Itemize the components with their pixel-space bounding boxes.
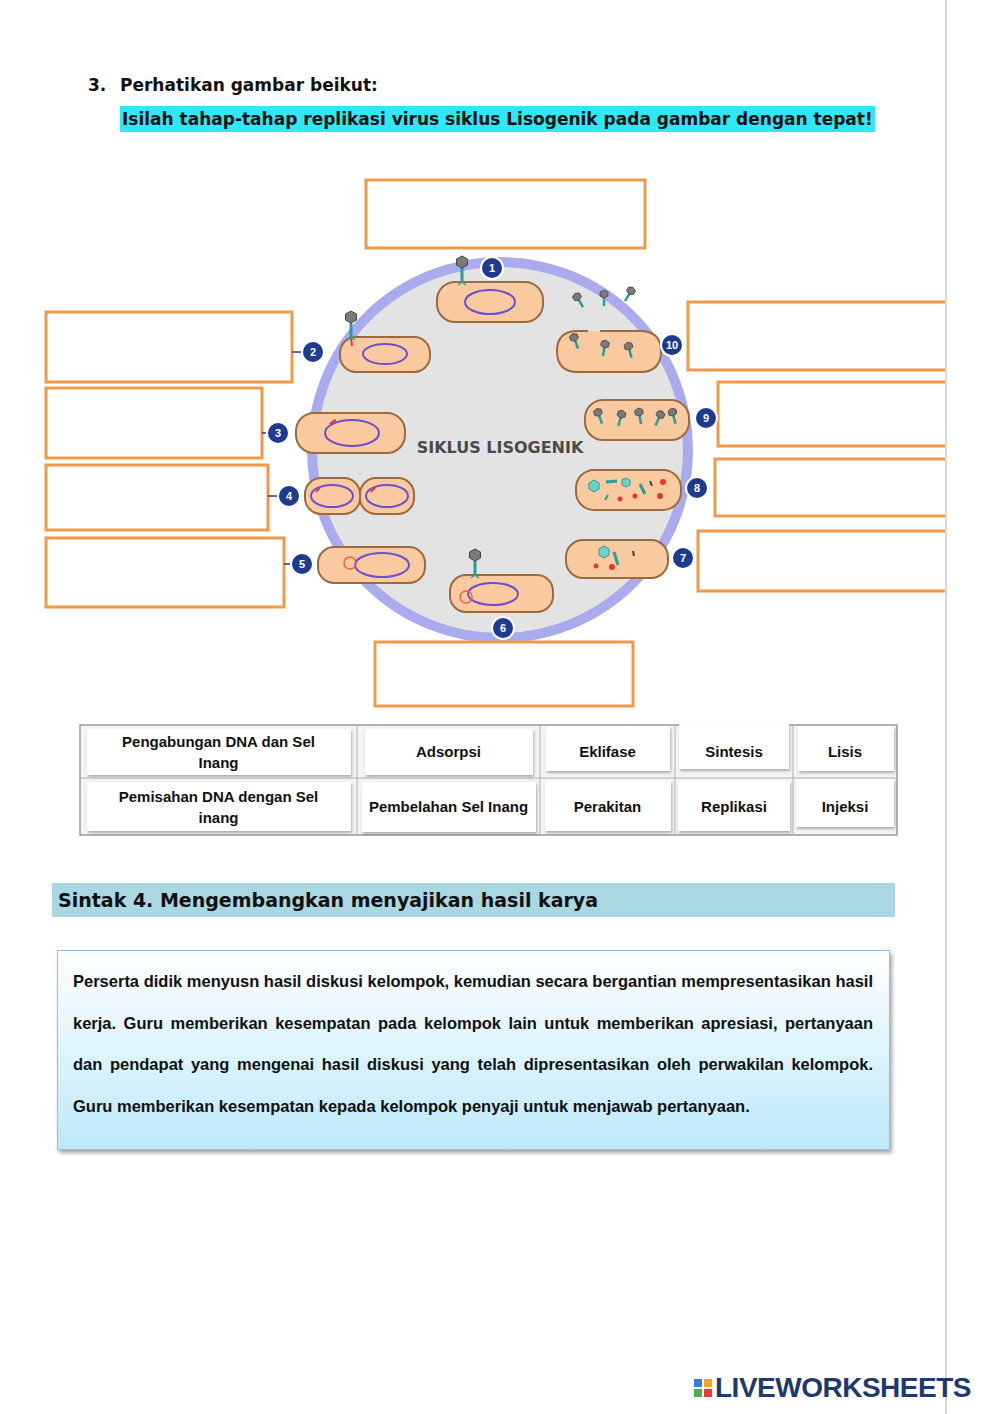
table-cell: Injeksi <box>799 780 891 833</box>
question-title: Perhatikan gambar beikut: <box>120 75 378 95</box>
table-cell: Eklifase <box>546 727 669 776</box>
callout-number: 8 <box>685 476 709 500</box>
text-panel: Perserta didik menyusn hasil diskusi kel… <box>57 950 890 1150</box>
cycle-circle: SIKLUS LISOGENIK <box>310 260 690 640</box>
instruction-text: Isilah tahap-tahap replikasi virus siklu… <box>120 101 900 138</box>
body-text: Perserta didik menyusn hasil diskusi kel… <box>73 961 873 1127</box>
table-cell: Pengabungan DNA dan Sel Inang <box>86 727 351 776</box>
watermark: LIVEWORKSHEETS <box>715 1372 971 1404</box>
callout-number: 6 <box>491 616 515 640</box>
table-cell: Adsorpsi <box>363 727 534 776</box>
callout-number: 9 <box>694 406 718 430</box>
section-heading: Sintak 4. Mengembangkan menyajikan hasil… <box>58 888 889 912</box>
callout-number: 5 <box>290 552 314 576</box>
callout-number: 2 <box>301 340 325 364</box>
callout-number: 1 <box>480 256 504 280</box>
table-cell: Perakitan <box>546 780 669 833</box>
callout-number: 7 <box>671 546 695 570</box>
table-cell: Sintesis <box>681 727 787 776</box>
section-heading-bar: Sintak 4. Mengembangkan menyajikan hasil… <box>52 883 895 917</box>
highlight: Isilah tahap-tahap replikasi virus siklu… <box>120 106 875 132</box>
callout-number: 3 <box>266 421 290 445</box>
callout-number: 10 <box>660 333 684 357</box>
table-cell: Lisis <box>799 727 891 776</box>
table-cell: Pemisahan DNA dengan Sel inang <box>86 780 351 833</box>
callout-number: 4 <box>277 484 301 508</box>
cycle-title: SIKLUS LISOGENIK <box>417 436 584 460</box>
table-cell: Pembelahan Sel Inang <box>363 780 534 833</box>
table-cell: Replikasi <box>681 780 787 833</box>
question-number: 3. <box>88 75 106 95</box>
